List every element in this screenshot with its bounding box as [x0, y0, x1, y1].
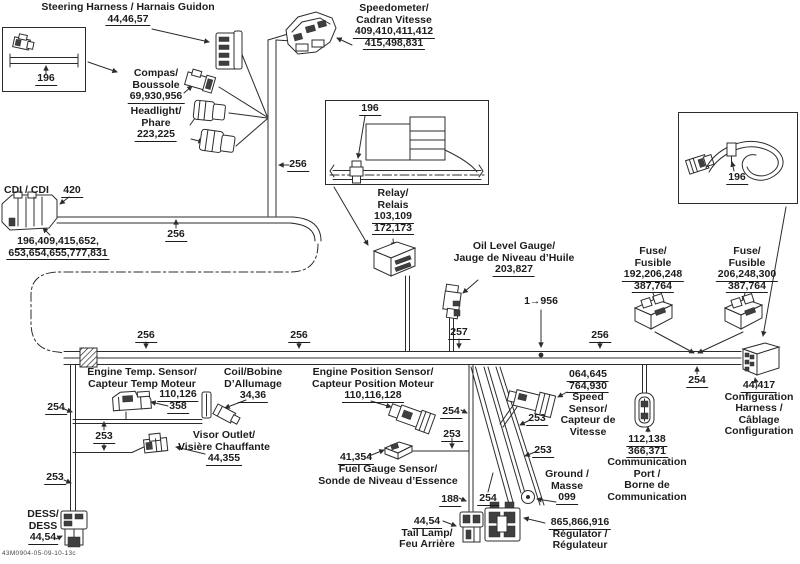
- connector-ignition-coil: [201, 391, 241, 425]
- label-engine-temp-358: 358: [167, 400, 189, 414]
- inset-box-relay: [325, 100, 489, 185]
- connector-dess: [60, 510, 88, 548]
- connector-tail-lamp: [459, 511, 484, 543]
- connector-engine-temp-sensor: [112, 390, 152, 412]
- document-code: 43M0904-05-09-10-13c: [2, 550, 76, 557]
- ground-ring-terminal: [521, 490, 535, 504]
- connector-steering-inset: [12, 33, 35, 51]
- label-engine-temp-sensor: Engine Temp. Sensor/Capteur Temp Moteur: [87, 366, 197, 390]
- label-inset-hose-196: 196: [726, 171, 748, 185]
- label-wire-253-mid: 253: [441, 428, 463, 442]
- connector-fuel-gauge-sensor: [383, 441, 414, 460]
- label-inset-steering-196: 196: [35, 72, 57, 86]
- label-inset-relay-196: 196: [359, 102, 381, 116]
- label-wire-254-mid: 254: [440, 405, 462, 419]
- label-cdi: CDI / CDI: [4, 184, 49, 196]
- label-wire-256-cdi-run: 256: [165, 228, 187, 242]
- connector-speed-sensor: [506, 388, 557, 419]
- connector-regulator: [484, 501, 521, 542]
- harness-wires: [30, 33, 787, 513]
- label-wire-254-fuse: 254: [686, 374, 708, 388]
- label-cdi-numbers: 196,409,415,652,653,654,655,777,831: [6, 235, 110, 261]
- label-wire-253-left-b: 253: [44, 471, 66, 485]
- label-wire-254-tail: 254: [477, 492, 499, 506]
- connector-steering-harness: [215, 30, 243, 70]
- connector-speedometer: [285, 11, 337, 55]
- relay-mount-plug: [349, 160, 364, 184]
- connector-oil-level-gauge: [442, 283, 462, 320]
- connector-hose-inset: [684, 153, 715, 175]
- inset-box-hose: [678, 112, 798, 204]
- connector-headlight-2: [198, 128, 236, 153]
- label-wire-253-left-a: 253: [93, 430, 115, 444]
- label-fuel-gauge-sensor: Fuel Gauge Sensor/Sonde de Niveau d’Esse…: [318, 463, 458, 487]
- label-wire-257: 257: [448, 326, 470, 340]
- label-wire-256-bus-left: 256: [135, 329, 157, 343]
- label-fuel-gauge-41-354: 41,354: [337, 451, 375, 465]
- connector-fuse-2: [723, 293, 764, 330]
- connector-configuration-harness: [741, 342, 781, 376]
- label-wire-256-bus-mid: 256: [288, 329, 310, 343]
- inset-box-steering: [2, 27, 86, 92]
- connector-fuse-1: [633, 293, 674, 330]
- label-wire-256-bus-right: 256: [589, 329, 611, 343]
- label-engine-temp-110-126: 110,126: [157, 388, 199, 402]
- connector-relay: [372, 241, 417, 277]
- label-engine-position-sensor: Engine Position Sensor/Capteur Position …: [312, 366, 434, 403]
- connector-compass: [183, 68, 217, 94]
- label-wire-254-left: 254: [45, 401, 67, 415]
- connector-headlight-1: [192, 99, 226, 122]
- label-wire-253-speed-b: 253: [532, 444, 554, 458]
- connector-communication-port: [634, 392, 655, 428]
- label-ref-420: 420: [61, 184, 83, 198]
- label-wire-188: 188: [439, 493, 461, 507]
- label-ref-1-956: 1→956: [524, 295, 558, 307]
- label-wire-256-steering-drop: 256: [287, 158, 309, 172]
- connector-cdi: [1, 191, 58, 231]
- connector-engine-position-sensor: [387, 403, 436, 435]
- label-wire-253-speed-a: 253: [526, 412, 548, 426]
- connector-visor-outlet: [142, 432, 169, 454]
- bus-wrap-hatch: [79, 347, 98, 368]
